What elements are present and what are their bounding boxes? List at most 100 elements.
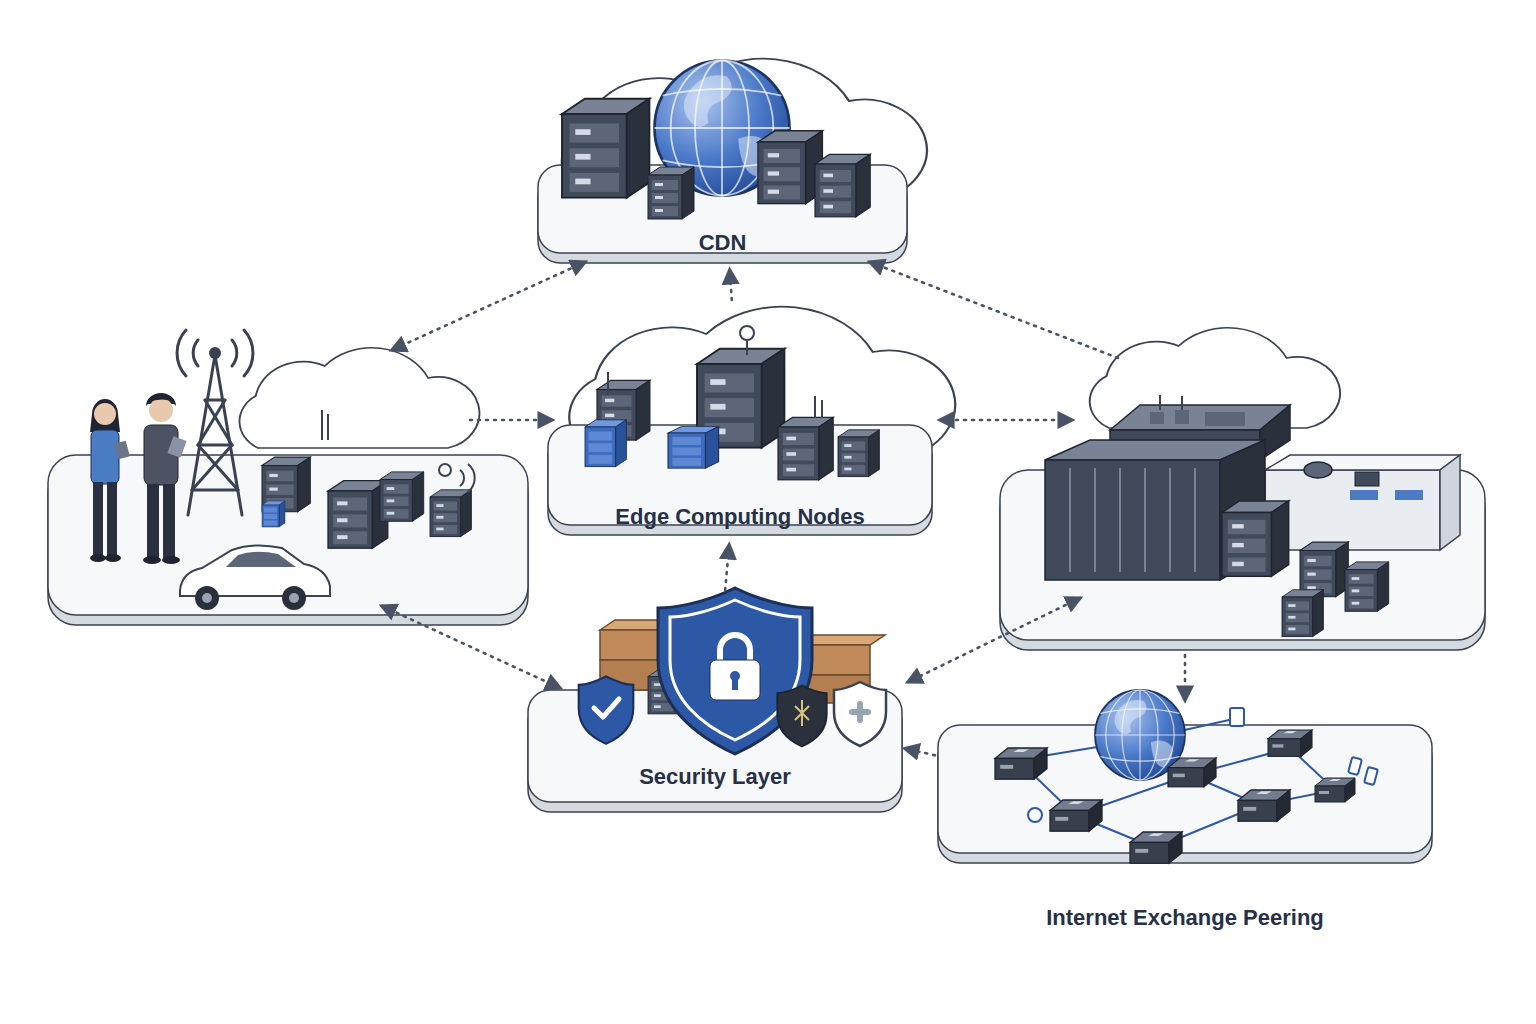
cell-tower <box>244 330 253 376</box>
node-label: Internet Exchange Peering <box>935 905 1435 931</box>
dotted-connector <box>905 748 935 755</box>
datacenter-building <box>1169 468 1171 572</box>
datacenter-building <box>1205 412 1245 426</box>
ixp-art <box>1315 778 1355 802</box>
layout-connector <box>382 262 1185 700</box>
ixp-art <box>995 748 1047 779</box>
cdn-art <box>815 154 870 216</box>
edge-art <box>668 427 719 469</box>
car <box>180 545 330 610</box>
datacenter-servers <box>1345 562 1389 611</box>
access-servers <box>328 481 388 549</box>
user-woman <box>90 399 120 432</box>
ixp-art <box>1075 775 1190 815</box>
datacenter-platform <box>1000 328 1485 650</box>
ixp-art <box>1348 757 1362 775</box>
security-art <box>720 635 750 662</box>
datacenter-building <box>1045 395 1460 580</box>
layout-connector <box>940 419 1072 422</box>
layout-connector <box>908 598 1080 682</box>
datacenter-building <box>1070 468 1195 572</box>
datacenter-servers <box>1355 472 1379 486</box>
cdn-art <box>648 167 694 219</box>
security-art <box>795 700 809 726</box>
access-platform <box>48 455 528 615</box>
car <box>282 586 306 610</box>
cell-tower <box>177 330 253 515</box>
cell-tower <box>198 444 232 447</box>
layout-connector <box>382 606 560 688</box>
layout-connector <box>870 262 1118 358</box>
access-platform <box>240 348 480 448</box>
ixp-art <box>1190 775 1260 805</box>
datacenter-building <box>1069 468 1071 572</box>
access-platform <box>48 348 528 625</box>
datacenter-building <box>1440 455 1460 550</box>
cdn-art <box>758 131 822 204</box>
security-art <box>600 620 885 703</box>
security-art <box>648 670 687 714</box>
edge-art <box>607 372 609 395</box>
security-art <box>710 660 760 700</box>
security-art <box>852 704 868 720</box>
ixp-art <box>1290 748 1335 790</box>
ixp-art <box>1268 730 1312 756</box>
datacenter-servers <box>1300 542 1348 597</box>
access-servers <box>262 410 475 548</box>
security-art <box>579 677 634 744</box>
datacenter-building <box>1175 410 1189 424</box>
datacenter-building <box>1395 490 1423 500</box>
user-woman <box>90 399 130 562</box>
ixp-art <box>1168 758 1216 787</box>
user-woman <box>94 403 116 425</box>
security-art <box>777 686 826 747</box>
security-art <box>740 635 885 645</box>
access-servers <box>430 490 471 537</box>
security-art <box>732 678 738 690</box>
datacenter-building <box>1119 468 1121 572</box>
datacenter-building <box>1150 410 1245 426</box>
edge-art <box>585 420 626 467</box>
cell-tower <box>198 445 238 490</box>
layout-connector <box>470 419 552 422</box>
security-art <box>658 588 812 754</box>
access-servers <box>321 410 323 440</box>
cell-tower <box>192 445 232 490</box>
cell-tower <box>209 347 221 359</box>
user-woman <box>105 554 121 562</box>
car <box>289 593 299 603</box>
datacenter-servers <box>1304 462 1332 478</box>
user-man <box>163 484 175 558</box>
ixp-art <box>1028 808 1042 822</box>
platform-node: Security Layer <box>525 590 905 820</box>
datacenter-building <box>1265 455 1460 470</box>
node-label: CDN <box>535 230 910 256</box>
user-man <box>149 398 173 422</box>
security-art <box>730 671 740 681</box>
security-art <box>594 699 619 717</box>
cdn-art <box>562 99 649 198</box>
platform-node: CDN <box>535 55 910 270</box>
edge-art <box>585 326 879 480</box>
platform-shape <box>935 690 1435 935</box>
user-woman <box>93 482 103 556</box>
edge-art <box>814 396 816 418</box>
layout-connector <box>392 262 585 350</box>
edge-art <box>778 417 833 479</box>
platform-node: Edge Computing Nodes <box>545 300 935 545</box>
car <box>226 552 296 567</box>
ixp-art <box>1130 832 1182 863</box>
node-label: Security Layer <box>525 764 905 790</box>
security-art <box>579 588 886 754</box>
user-woman <box>90 554 106 562</box>
access-servers <box>380 472 424 521</box>
platform-top <box>938 725 1432 853</box>
datacenter-building <box>1150 412 1164 424</box>
ixp-art <box>1238 790 1290 821</box>
datacenter-building <box>1144 468 1146 572</box>
edge-art <box>740 326 754 340</box>
access-servers <box>327 414 329 440</box>
datacenter-building <box>1265 470 1440 550</box>
ixp-art <box>1230 708 1244 726</box>
